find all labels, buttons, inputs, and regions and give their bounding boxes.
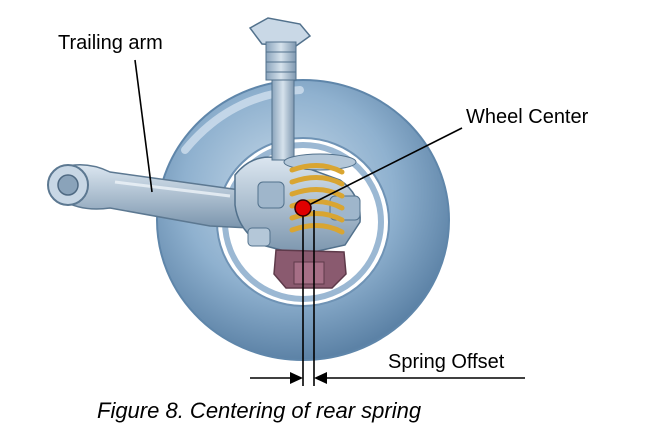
figure-caption: Figure 8. Centering of rear spring <box>97 398 422 423</box>
spring-offset-dimension <box>250 210 525 386</box>
strut <box>248 17 357 171</box>
trailing-arm-label: Trailing arm <box>58 32 163 54</box>
wheel-center-marker <box>294 199 312 217</box>
wheel-center-label: Wheel Center <box>466 106 589 128</box>
wheel-center-leader <box>302 127 463 209</box>
spring-offset-label: Spring Offset <box>388 351 505 373</box>
trailing-arm-leader <box>134 59 153 193</box>
spring-bracket <box>273 249 347 289</box>
trailing-arm <box>47 164 263 229</box>
